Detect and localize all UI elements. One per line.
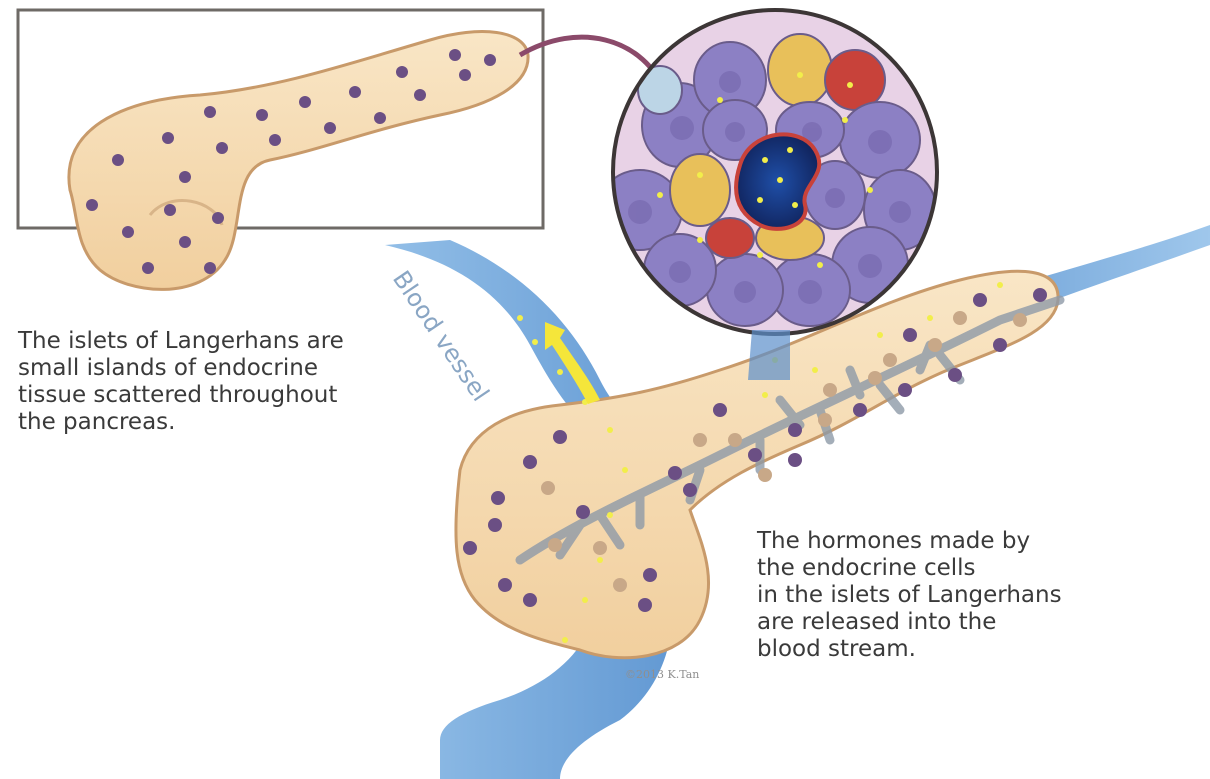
capillary-connector [748,330,790,380]
hormones-caption: The hormones made by the endocrine cells… [757,528,1157,663]
islets-caption: The islets of Langerhans are small islan… [18,328,418,436]
copyright: ©2013 K.Tan [625,668,699,681]
zoom-arrow-icon [520,37,662,85]
islet-magnified [598,10,937,334]
